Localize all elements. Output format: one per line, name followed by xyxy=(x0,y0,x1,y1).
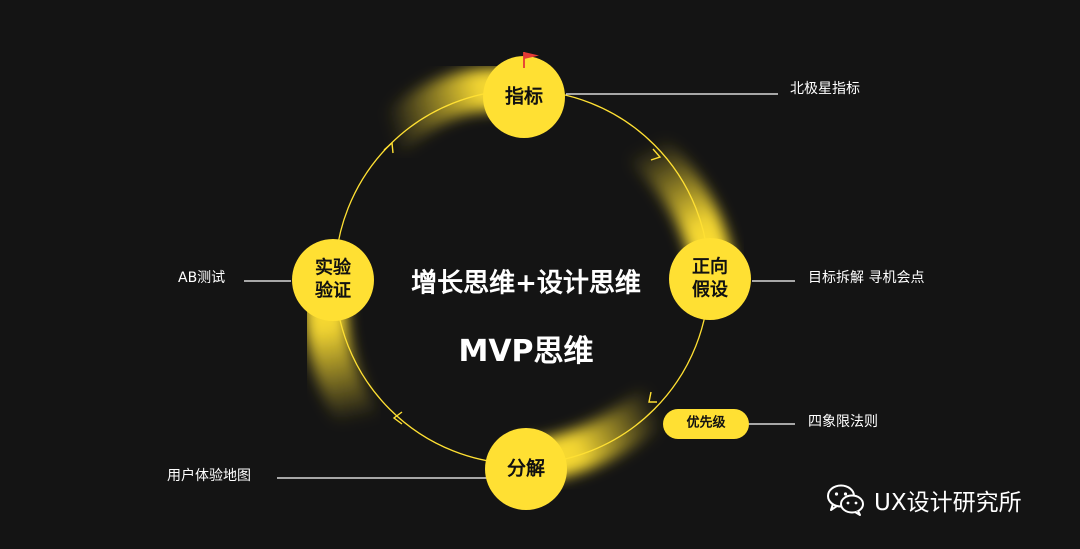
metrics-text: 指标 xyxy=(504,85,544,108)
annotation-journey-map: 用户体验地图 xyxy=(167,468,251,484)
center-subtitle: MVP思维 xyxy=(458,334,594,369)
node-metrics xyxy=(483,56,565,138)
node-priority xyxy=(663,409,749,439)
arrow-chevron-icon xyxy=(392,411,403,425)
node-metrics-label: 指标 xyxy=(505,85,543,110)
annotation-four-quadrant: 四象限法则 xyxy=(808,414,878,430)
experiment-text-line2: 验证 xyxy=(315,281,351,302)
annotation-goal-breakdown: 目标拆解 寻机会点 xyxy=(808,270,925,286)
node-hypothesis xyxy=(669,238,751,320)
decompose-text: 分解 xyxy=(506,457,546,480)
annotation-north-star: 北极星指标 xyxy=(790,81,860,97)
wechat-icon xyxy=(827,484,864,516)
node-experiment-label: 实验 验证 xyxy=(315,257,351,304)
priority-text: 优先级 xyxy=(686,415,726,431)
node-decompose-label: 分解 xyxy=(507,457,545,482)
hypothesis-text-line1: 正向 xyxy=(692,256,728,278)
arrow-chevron-icon xyxy=(648,391,657,403)
arrow-chevron-icon xyxy=(383,141,394,154)
node-priority-label: 优先级 xyxy=(686,416,725,433)
node-hypothesis-label: 正向 假设 xyxy=(692,256,728,303)
arrow-chevron-icon xyxy=(650,148,662,161)
center-title: 增长思维+设计思维 xyxy=(411,268,641,299)
hypothesis-text-line2: 假设 xyxy=(692,280,728,301)
watermark: UX设计研究所 xyxy=(826,480,1022,520)
node-experiment xyxy=(292,239,374,321)
watermark-text: UX设计研究所 xyxy=(874,490,1022,516)
node-decompose xyxy=(485,428,567,510)
experiment-text-line1: 实验 xyxy=(315,257,351,279)
flag-icon xyxy=(523,52,539,68)
annotation-ab-test: AB测试 xyxy=(178,270,226,286)
